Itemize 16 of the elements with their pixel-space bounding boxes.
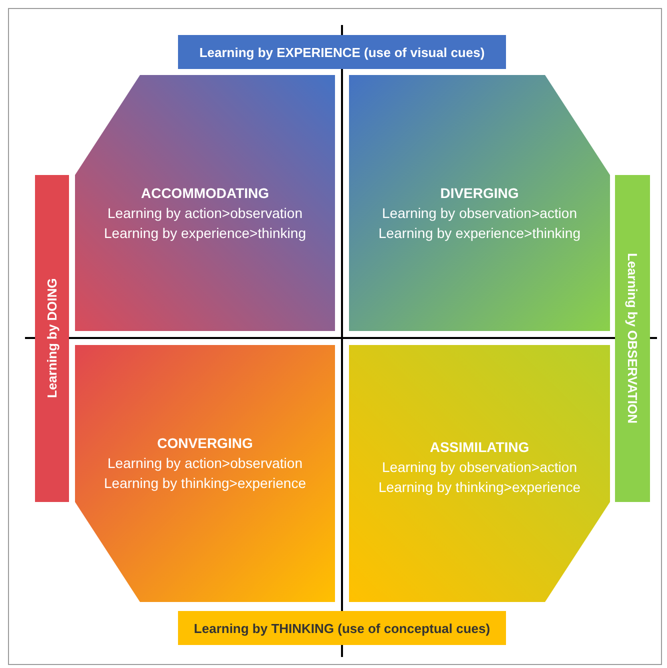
quadrant-heading: DIVERGING (440, 184, 519, 203)
category-band: Learning by THINKING (use of conceptual cues) (178, 611, 506, 645)
quadrant-text: Learning by experience>thinking (378, 224, 580, 243)
quadrant-text: Learning by thinking>experience (104, 474, 306, 493)
quadrant-heading: ACCOMMODATING (140, 184, 270, 203)
quadrant-text: Learning by thinking>experience (378, 478, 580, 497)
quadrant-heading: ASSIMILATING (430, 438, 530, 457)
quadrant-text: Learning by experience>thinking (104, 224, 306, 243)
category-band: Learning by OBSERVATION (615, 175, 650, 502)
quadrant-heading: CONVERGING (157, 434, 253, 453)
category-band: Learning by EXPERIENCE (use of visual cues) (178, 35, 506, 69)
quadrant-text: Learning by observation>action (382, 458, 577, 477)
quadrant-text: Learning by observation>action (382, 204, 577, 223)
quadrant-text: Learning by action>observation (108, 454, 302, 473)
quadrant-text: Learning by action>observation (108, 204, 302, 223)
category-band: Learning by DOING (35, 175, 69, 502)
